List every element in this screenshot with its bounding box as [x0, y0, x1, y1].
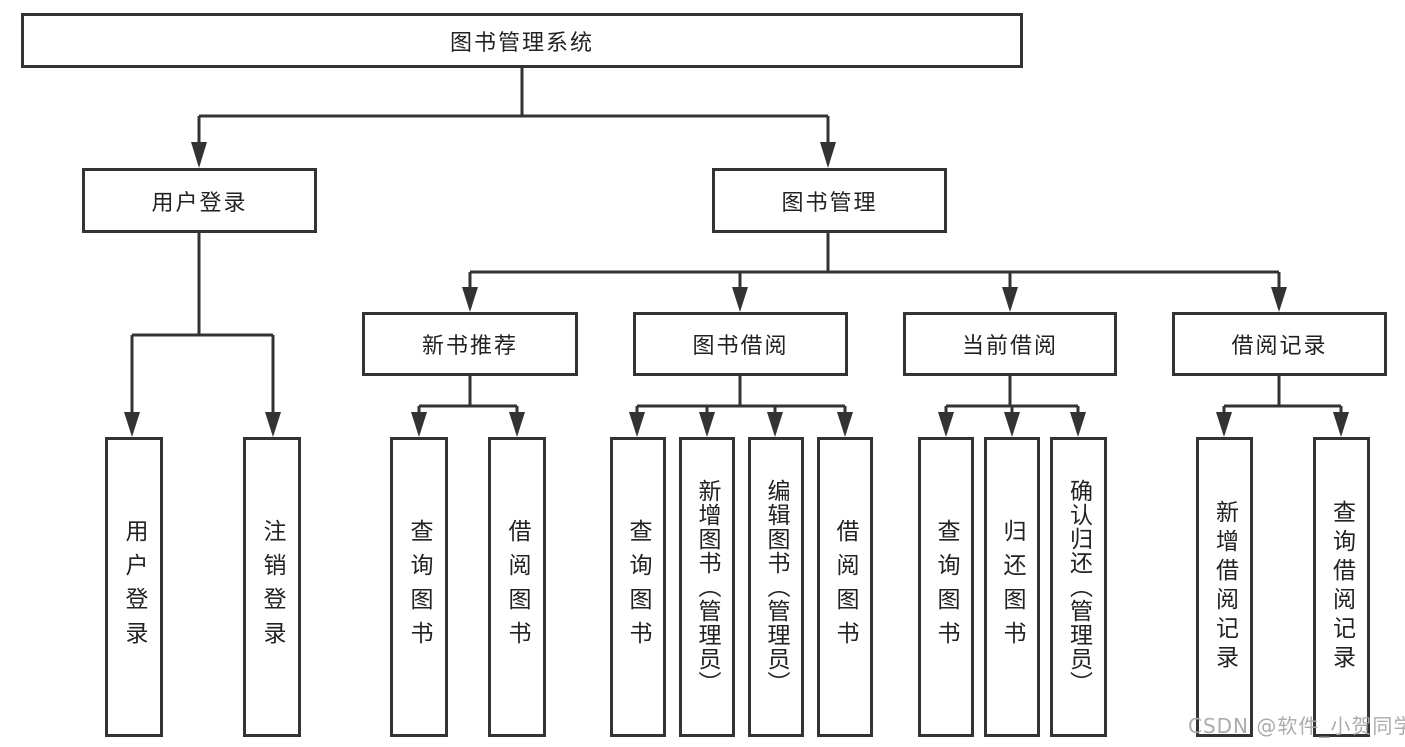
leaf-borrow-books: 借阅图书 [817, 437, 873, 737]
arrowheads [124, 142, 1349, 437]
leaf-query-books-recommend: 查询图书 [390, 437, 448, 737]
node-label: 借阅记录 [1231, 334, 1328, 359]
node-label: 查询图书 [406, 519, 432, 655]
node-label: 确认归还（管理员） [1065, 479, 1092, 695]
node-book-management: 图书管理 [712, 168, 947, 233]
node-label: 查询借阅记录 [1328, 500, 1355, 674]
node-label: 借阅图书 [832, 519, 858, 655]
node-label: 新书推荐 [421, 334, 518, 359]
node-label: 图书管理系统 [449, 30, 594, 56]
node-label: 图书借阅 [692, 334, 789, 359]
node-library-management-system: 图书管理系统 [21, 13, 1023, 68]
node-label: 编辑图书（管理员） [763, 479, 789, 695]
node-label: 查询图书 [625, 519, 651, 655]
node-label: 用户登录 [151, 190, 248, 216]
leaf-edit-book-admin: 编辑图书（管理员） [748, 437, 804, 737]
leaf-return-book: 归还图书 [984, 437, 1040, 737]
csdn-watermark: CSDN @软件_小贺同学 [1188, 714, 1405, 738]
node-borrow-records: 借阅记录 [1172, 312, 1387, 376]
leaf-query-books-borrow: 查询图书 [610, 437, 666, 737]
leaf-add-borrow-record: 新增借阅记录 [1196, 437, 1253, 737]
node-label: 归还图书 [999, 519, 1025, 655]
leaf-user-login: 用户登录 [105, 437, 163, 737]
leaf-add-book-admin: 新增图书（管理员） [679, 437, 735, 737]
node-user-login: 用户登录 [82, 168, 317, 233]
node-current-borrow: 当前借阅 [903, 312, 1117, 376]
leaf-logout: 注销登录 [243, 437, 301, 737]
node-label: 注销登录 [259, 519, 285, 655]
node-book-borrow: 图书借阅 [633, 312, 848, 376]
node-new-book-recommend: 新书推荐 [362, 312, 578, 376]
node-label: 借阅图书 [504, 519, 530, 655]
leaf-query-borrow-record: 查询借阅记录 [1313, 437, 1370, 737]
node-label: 当前借阅 [961, 334, 1058, 359]
node-label: 新增借阅记录 [1211, 500, 1238, 674]
node-label: 查询图书 [933, 519, 959, 655]
leaf-borrow-books-recommend: 借阅图书 [488, 437, 546, 737]
node-label: 图书管理 [781, 190, 878, 216]
leaf-query-books-current: 查询图书 [918, 437, 974, 737]
node-label: 新增图书（管理员） [694, 479, 720, 695]
leaf-confirm-return-admin: 确认归还（管理员） [1050, 437, 1107, 737]
node-label: 用户登录 [121, 519, 147, 655]
